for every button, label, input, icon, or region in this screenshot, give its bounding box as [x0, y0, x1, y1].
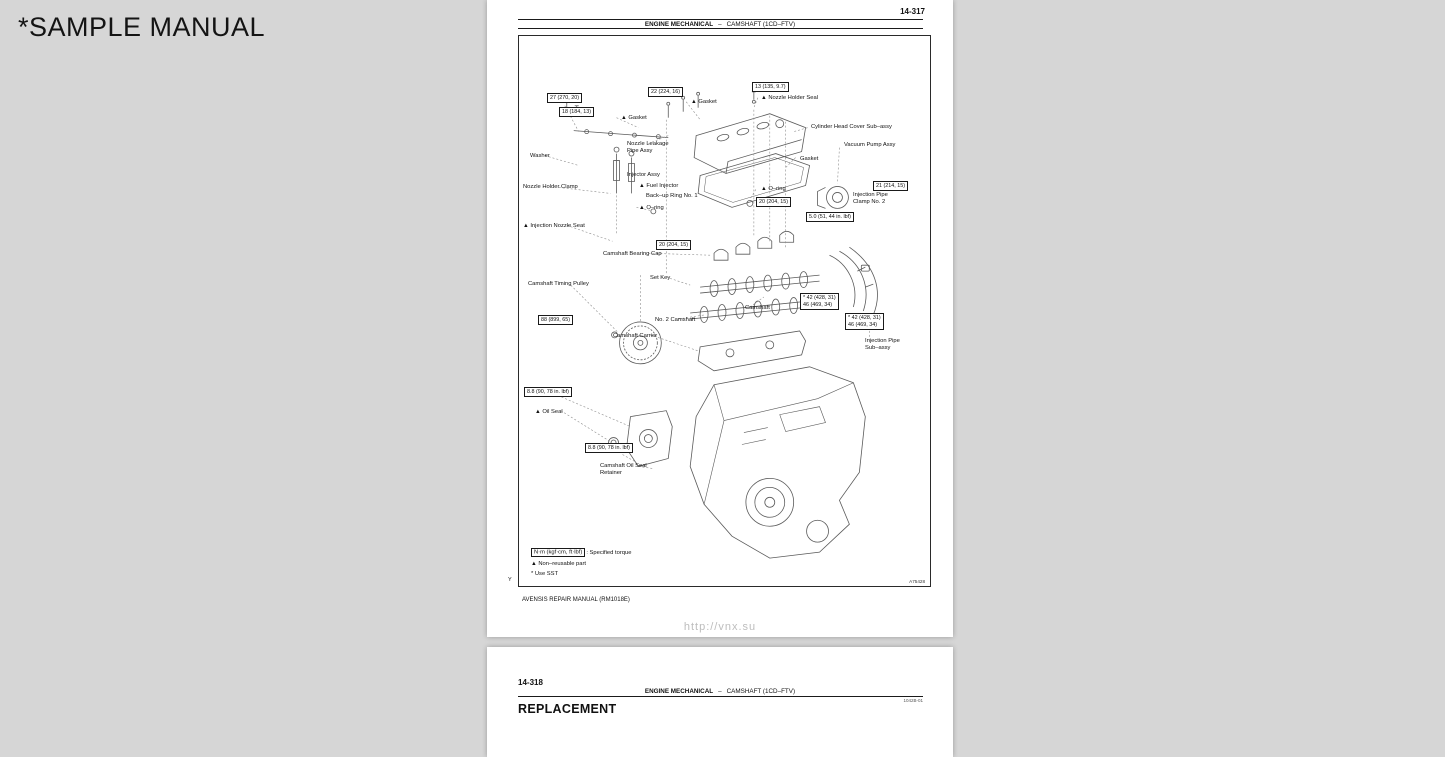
- legend-torque-row: N·m (kgf·cm, ft·lbf): Specified torque: [531, 548, 631, 559]
- legend-torque-box: N·m (kgf·cm, ft·lbf): [531, 548, 586, 558]
- header-rule-bottom: [518, 28, 923, 29]
- exploded-view-figure: 27 (270, 20) 18 (184, 13) 22 (224, 16) 13 (…: [518, 35, 931, 587]
- part-label: ▲ Fuel Injector: [639, 183, 679, 189]
- part-label: Set Key: [650, 275, 671, 281]
- part-label: Injection Pipe Clamp No. 2: [853, 192, 888, 205]
- section-code: 1042B-01: [903, 698, 923, 703]
- section-name: ENGINE MECHANICAL: [644, 687, 714, 695]
- part-label: Vacuum Pump Assy: [844, 142, 896, 148]
- torque-spec: * 42 (428, 31) 46 (469, 34): [800, 293, 839, 311]
- corner-letter: Y: [508, 577, 512, 583]
- legend-torque-label: : Specified torque: [586, 549, 632, 556]
- sample-manual-label: *SAMPLE MANUAL: [18, 12, 266, 42]
- section-name: ENGINE MECHANICAL: [644, 20, 714, 28]
- torque-spec: 21 (214, 15): [873, 181, 909, 192]
- torque-spec: 20 (204, 15): [756, 197, 792, 208]
- legend-use-sst: * Use SST: [531, 571, 559, 578]
- part-label: ▲ O–ring: [639, 205, 664, 211]
- legend-nonreusable: ▲ Non–reusable part: [531, 560, 587, 567]
- part-label: Injector Assy: [627, 172, 660, 178]
- subsection-name: CAMSHAFT (1CD–FTV): [726, 20, 796, 28]
- figure-legend: N·m (kgf·cm, ft·lbf): Specified torque ▲…: [531, 548, 631, 580]
- part-label: Gasket: [800, 156, 819, 162]
- part-label: Nozzle Holder Clamp: [523, 184, 578, 190]
- part-label: ▲ Gasket: [621, 115, 647, 121]
- torque-spec: * 42 (428, 31) 46 (469, 34): [845, 313, 884, 331]
- part-label: ▲ O–ring: [761, 186, 786, 192]
- replacement-heading: REPLACEMENT: [518, 702, 617, 716]
- manual-footer: AVENSIS REPAIR MANUAL (RM1018E): [522, 597, 630, 603]
- torque-spec: 8.8 (90, 78 in. lbf): [585, 443, 633, 454]
- torque-spec: 88 (899, 65): [538, 315, 574, 326]
- part-label: Washer: [530, 153, 550, 159]
- torque-spec: 22 (224, 16): [648, 87, 684, 98]
- site-watermark: http://vnx.su: [683, 621, 757, 633]
- part-label: ▲ Nozzle Holder Seal: [761, 95, 818, 101]
- part-label: Camshaft Oil Seal Retainer: [600, 463, 647, 476]
- torque-spec: 13 (135, 9.7): [752, 82, 789, 93]
- part-label: Injection Pipe Sub–assy: [865, 338, 900, 351]
- part-label: Camshaft Timing Pulley: [528, 281, 589, 287]
- part-label: Camshaft Bearing Cap: [603, 251, 662, 257]
- torque-spec: 5.0 (51, 44 in. lbf): [806, 212, 854, 223]
- header-rule: [518, 695, 923, 697]
- part-label: Camshaft Carrier: [613, 333, 658, 339]
- header-rule-top: [518, 19, 923, 20]
- section-title: ENGINE MECHANICAL–CAMSHAFT (1CD–FTV): [487, 688, 953, 695]
- subsection-name: CAMSHAFT (1CD–FTV): [726, 687, 796, 695]
- figure-code: A75428: [909, 579, 925, 584]
- part-label: Cylinder Head Cover Sub–assy: [811, 124, 892, 130]
- manual-page-14-317: 14-317 ENGINE MECHANICAL–CAMSHAFT (1CD–F…: [487, 0, 953, 637]
- part-label: Camshaft: [745, 305, 770, 311]
- part-label: Nozzle Leakage Pipe Assy: [627, 141, 669, 154]
- page-number: 14-318: [518, 678, 543, 687]
- engine-exploded-diagram: [544, 91, 878, 559]
- page-number: 14-317: [900, 7, 925, 16]
- section-separator: –: [718, 20, 722, 28]
- part-label: ▲ Gasket: [691, 99, 717, 105]
- torque-spec: 27 (270, 20): [547, 93, 583, 104]
- part-label: ▲ Injection Nozzle Seat: [523, 223, 585, 229]
- part-label: Back–up Ring No. 1: [646, 193, 698, 199]
- torque-spec: 8.8 (90, 78 in. lbf): [524, 387, 572, 398]
- section-separator: –: [718, 687, 722, 695]
- torque-spec: 20 (204, 15): [656, 240, 692, 251]
- section-title: ENGINE MECHANICAL–CAMSHAFT (1CD–FTV): [487, 21, 953, 28]
- manual-page-14-318: 14-318 ENGINE MECHANICAL–CAMSHAFT (1CD–F…: [487, 647, 953, 757]
- torque-spec: 18 (184, 13): [559, 107, 595, 118]
- part-label: ▲ Oil Seal: [535, 409, 563, 415]
- part-label: No. 2 Camshaft: [655, 317, 696, 323]
